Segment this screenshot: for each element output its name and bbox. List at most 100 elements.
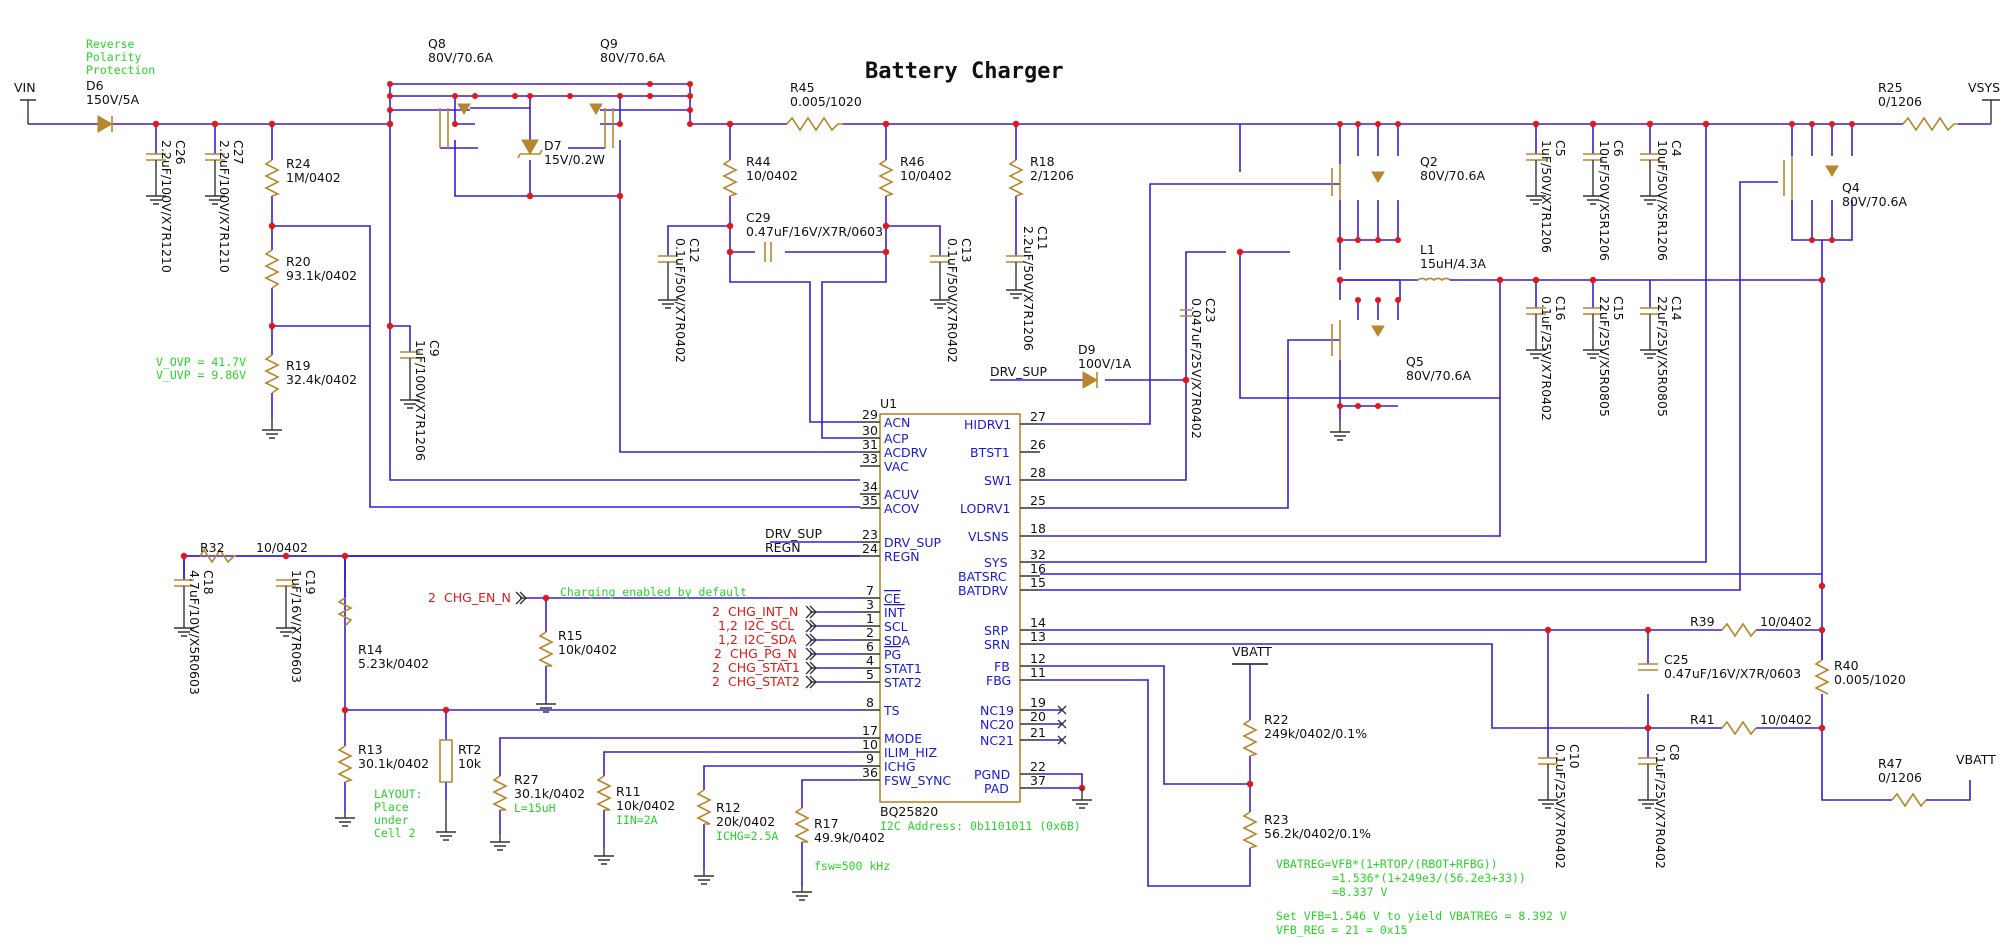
svg-text:ACN: ACN xyxy=(884,415,910,430)
svg-text:24: 24 xyxy=(862,541,878,556)
svg-text:5: 5 xyxy=(866,667,874,682)
svg-text:SRN: SRN xyxy=(984,637,1010,652)
svg-text:1: 1 xyxy=(866,611,874,626)
vbatt-port-top: VBATT xyxy=(1232,644,1272,659)
label-c26: C26 xyxy=(173,140,188,165)
ic-u1-body[interactable] xyxy=(879,413,1021,803)
svg-text:6: 6 xyxy=(866,639,874,654)
svg-text:15uH/4.3A: 15uH/4.3A xyxy=(1420,256,1486,271)
svg-text:CE: CE xyxy=(884,591,901,606)
svg-text:D7: D7 xyxy=(544,138,562,153)
svg-text:TS: TS xyxy=(883,703,900,718)
svg-text:22uF/25V/X5R0805: 22uF/25V/X5R0805 xyxy=(1597,296,1612,417)
svg-text:2: 2 xyxy=(712,674,720,689)
svg-text:BATDRV: BATDRV xyxy=(958,583,1008,598)
svg-text:29: 29 xyxy=(862,407,878,422)
svg-text:LODRV1: LODRV1 xyxy=(960,501,1011,516)
top-rail-wires xyxy=(28,83,1991,887)
svg-text:27: 27 xyxy=(1030,409,1046,424)
offsheet-i2c-scl: I2C_SCL xyxy=(744,618,794,633)
svg-text:33: 33 xyxy=(862,451,878,466)
label-c23: C23 xyxy=(1203,298,1218,323)
svg-text:ACOV: ACOV xyxy=(884,501,920,516)
svg-text:Reverse: Reverse xyxy=(86,37,135,51)
svg-text:1uF/100V/X7R1206: 1uF/100V/X7R1206 xyxy=(413,340,428,461)
svg-text:32.4k/0402: 32.4k/0402 xyxy=(286,372,357,387)
svg-text:VIN: VIN xyxy=(14,80,36,95)
svg-text:28: 28 xyxy=(1030,465,1046,480)
svg-text:C25: C25 xyxy=(1664,652,1689,667)
svg-text:D9: D9 xyxy=(1078,342,1096,357)
svg-text:80V/70.6A: 80V/70.6A xyxy=(1842,194,1908,209)
svg-text:PG: PG xyxy=(884,647,901,662)
label-c12: C12 xyxy=(687,238,702,263)
svg-text:R39: R39 xyxy=(1690,614,1715,629)
svg-text:30.1k/0402: 30.1k/0402 xyxy=(514,786,585,801)
svg-text:Q5: Q5 xyxy=(1406,354,1424,369)
svg-text:ICHG=2.5A: ICHG=2.5A xyxy=(716,829,778,843)
svg-text:RT2: RT2 xyxy=(458,742,481,757)
svg-text:30.1k/0402: 30.1k/0402 xyxy=(358,756,429,771)
svg-text:DRV_SUP: DRV_SUP xyxy=(884,535,942,550)
svg-text:R24: R24 xyxy=(286,156,311,171)
svg-text:20: 20 xyxy=(1030,709,1046,724)
svg-text:17: 17 xyxy=(862,723,878,738)
svg-text:STAT1: STAT1 xyxy=(884,661,922,676)
svg-text:11: 11 xyxy=(1030,665,1046,680)
svg-text:0.47uF/16V/X7R/0603: 0.47uF/16V/X7R/0603 xyxy=(746,224,883,239)
vbatt-port-right: VBATT xyxy=(1956,752,1996,767)
svg-text:0/1206: 0/1206 xyxy=(1878,770,1922,785)
svg-text:Q9: Q9 xyxy=(600,36,618,51)
svg-text:32: 32 xyxy=(1030,547,1046,562)
svg-text:22: 22 xyxy=(1030,759,1046,774)
svg-text:INT: INT xyxy=(884,605,905,620)
svg-text:37: 37 xyxy=(1030,773,1046,788)
svg-text:15: 15 xyxy=(1030,575,1046,590)
svg-text:BATSRC: BATSRC xyxy=(958,569,1007,584)
svg-text:2.2uF/100V/X7R1210: 2.2uF/100V/X7R1210 xyxy=(159,140,174,273)
ic-right-pin-leads xyxy=(1020,423,1040,789)
svg-text:PAD: PAD xyxy=(984,781,1009,796)
svg-text:100V/1A: 100V/1A xyxy=(1078,356,1132,371)
svg-text:R20: R20 xyxy=(286,254,311,269)
svg-text:Cell 2: Cell 2 xyxy=(374,826,416,840)
svg-text:10uF/50V/X5R1206: 10uF/50V/X5R1206 xyxy=(1655,140,1670,261)
svg-text:34: 34 xyxy=(862,479,878,494)
svg-text:2: 2 xyxy=(712,604,720,619)
svg-text:PGND: PGND xyxy=(974,767,1010,782)
vin-port: VIN xyxy=(14,80,36,124)
svg-text:10/0402: 10/0402 xyxy=(900,168,952,183)
label-c15: C15 xyxy=(1611,296,1626,321)
label-c4: C4 xyxy=(1669,140,1684,157)
svg-text:0.1uF/25V/X7R0402: 0.1uF/25V/X7R0402 xyxy=(1653,744,1668,869)
svg-text:36: 36 xyxy=(862,765,878,780)
svg-text:1uF/16V/X7R0603: 1uF/16V/X7R0603 xyxy=(289,570,304,683)
label-c8: C8 xyxy=(1667,744,1682,761)
svg-text:1,2: 1,2 xyxy=(718,632,738,647)
svg-text:NC19: NC19 xyxy=(980,703,1014,718)
svg-text:2.2uF/50V/X7R1206: 2.2uF/50V/X7R1206 xyxy=(1021,226,1036,351)
svg-text:R47: R47 xyxy=(1878,756,1903,771)
svg-text:13: 13 xyxy=(1030,629,1046,644)
svg-text:150V/5A: 150V/5A xyxy=(86,92,140,107)
svg-text:249k/0402/0.1%: 249k/0402/0.1% xyxy=(1264,726,1367,741)
svg-text:Q8: Q8 xyxy=(428,36,446,51)
component-symbols xyxy=(97,103,1958,849)
svg-text:10k/0402: 10k/0402 xyxy=(616,798,675,813)
offsheet-i2c-sda: I2C_SDA xyxy=(744,632,797,647)
svg-text:2/1206: 2/1206 xyxy=(1030,168,1074,183)
svg-text:R32: R32 xyxy=(200,540,225,555)
svg-text:9: 9 xyxy=(866,751,874,766)
svg-text:REGN: REGN xyxy=(884,549,920,564)
